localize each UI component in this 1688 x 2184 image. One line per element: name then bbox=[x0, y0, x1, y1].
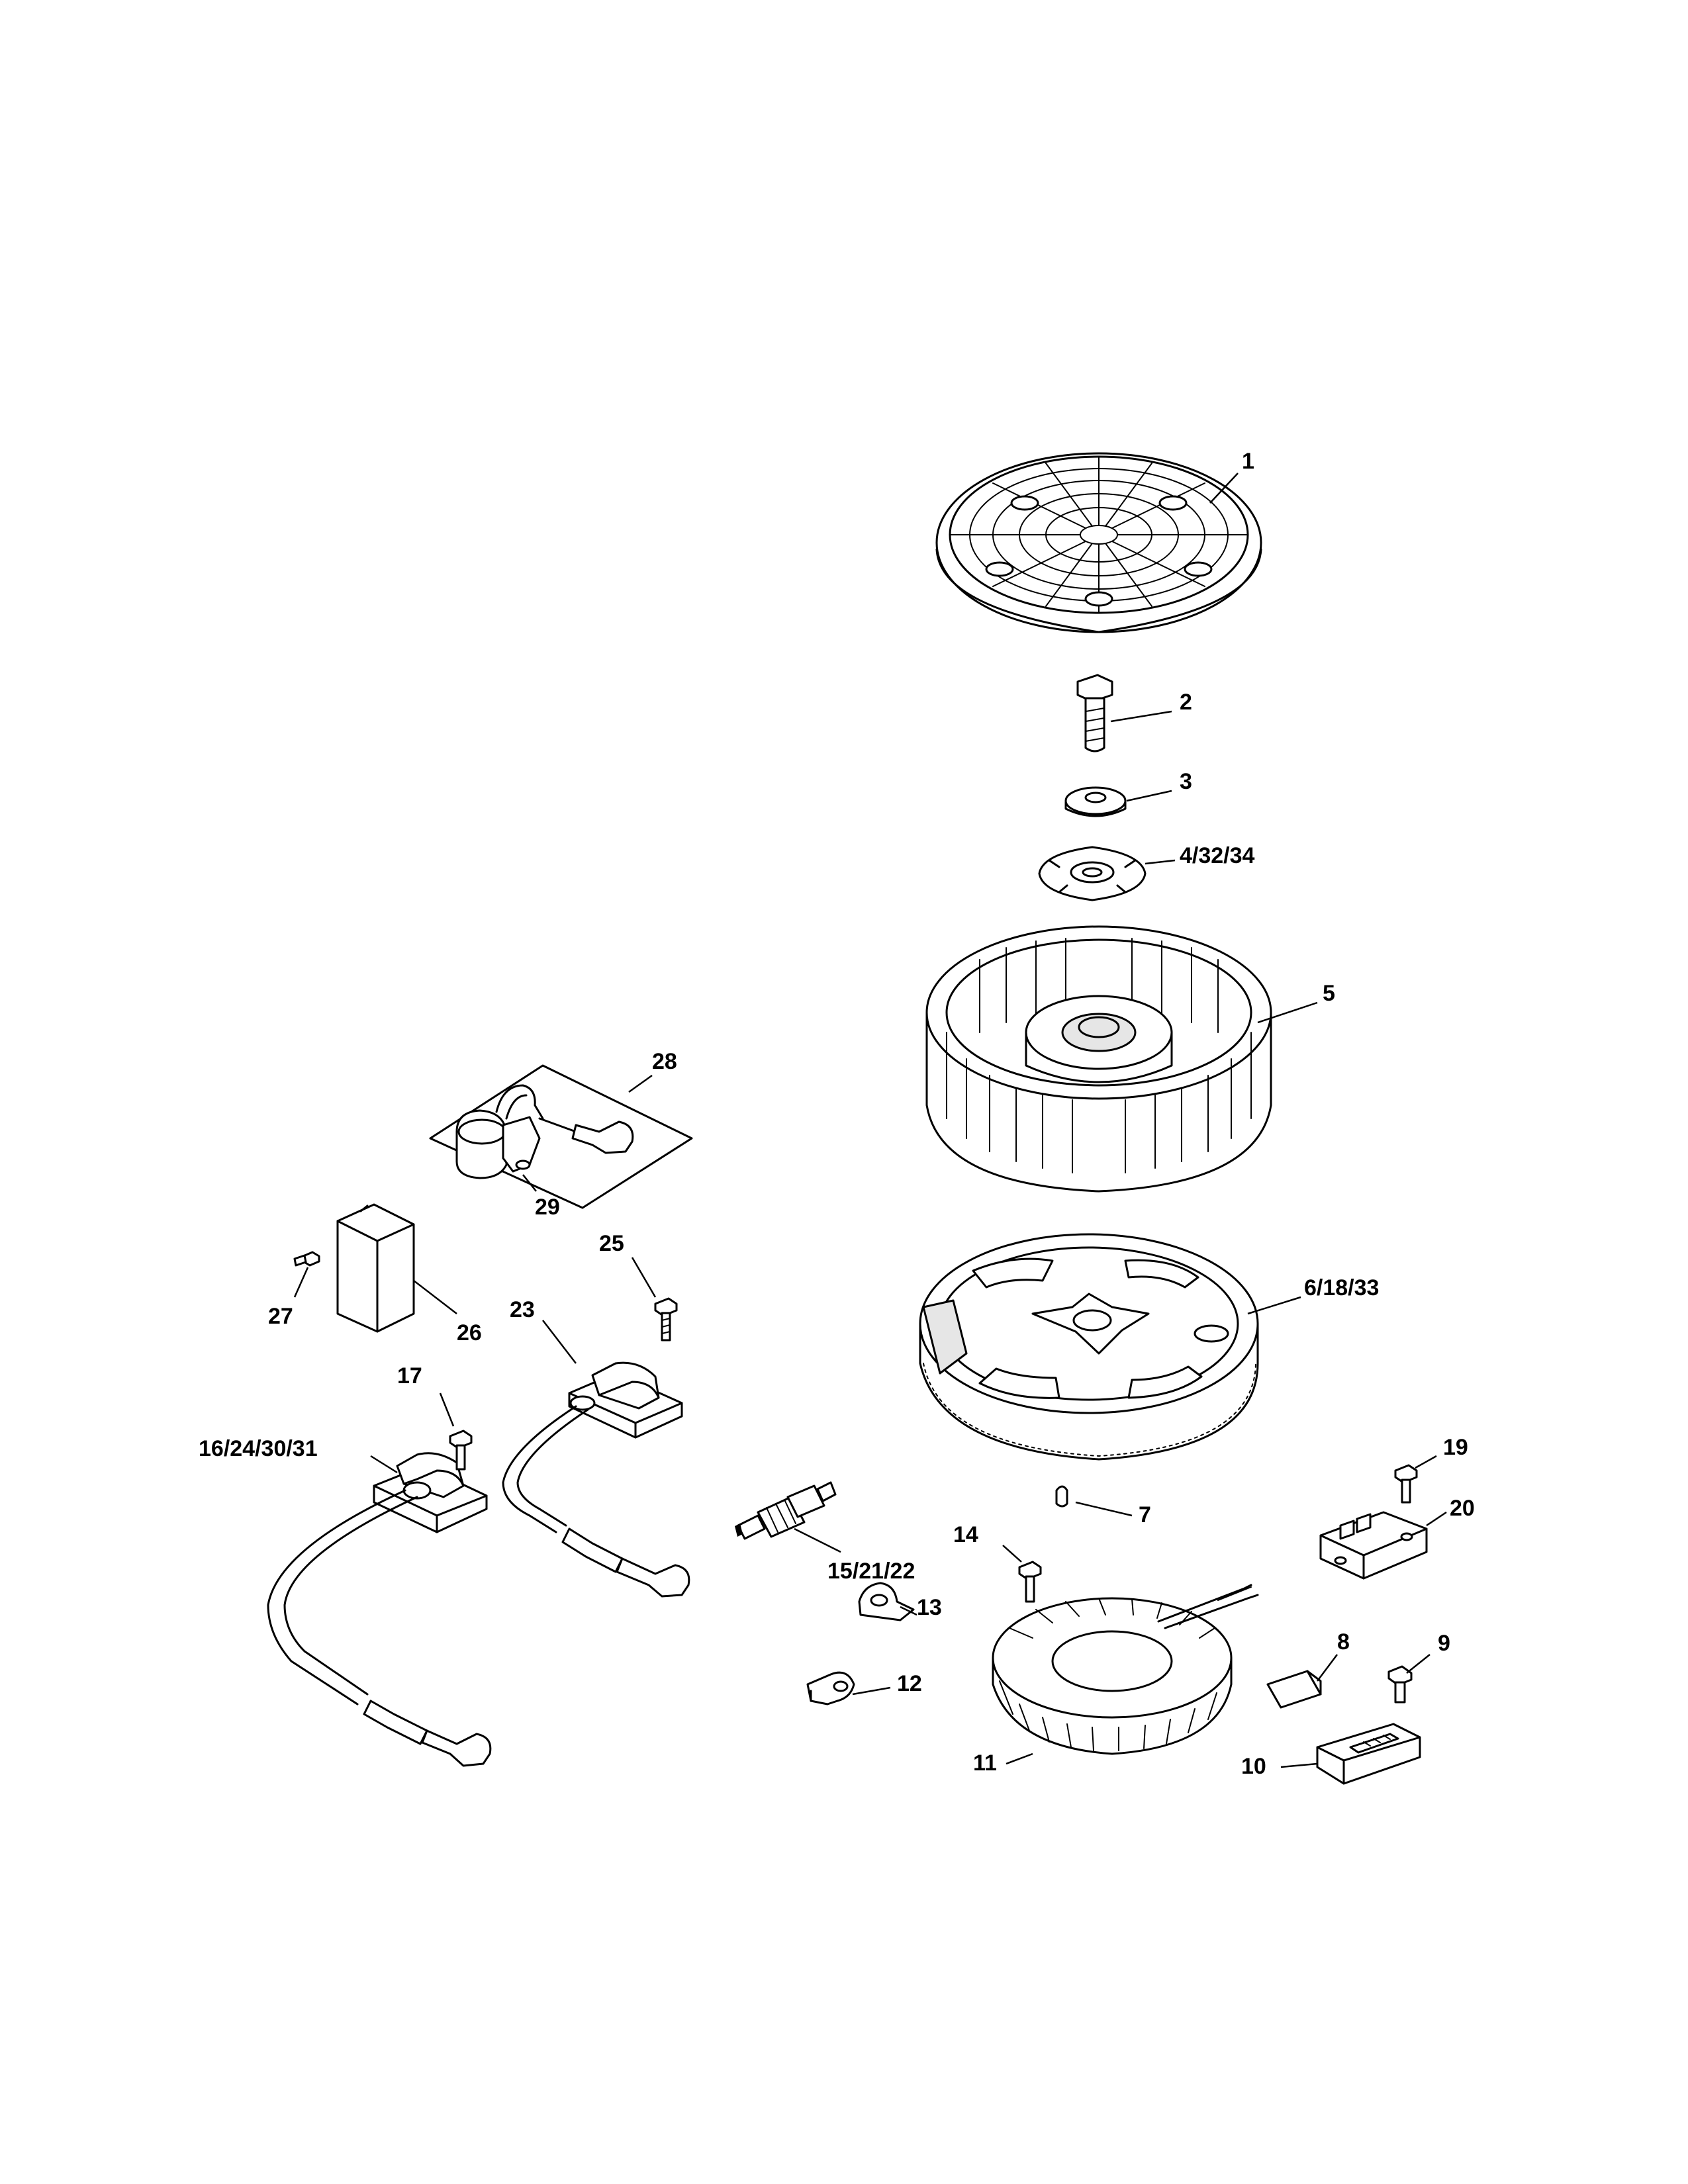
part-8-connector bbox=[1266, 1670, 1322, 1709]
part-25-screw bbox=[654, 1297, 678, 1342]
callout-9: 9 bbox=[1438, 1631, 1450, 1656]
part-15-21-22-spark-plug bbox=[735, 1481, 837, 1540]
part-5-flywheel bbox=[925, 925, 1272, 1193]
callout-2: 2 bbox=[1180, 690, 1192, 715]
callout-23: 23 bbox=[510, 1297, 535, 1322]
callout-5: 5 bbox=[1323, 981, 1335, 1006]
callout-28: 28 bbox=[652, 1049, 677, 1074]
part-10-rectifier-module bbox=[1316, 1723, 1421, 1785]
callout-11: 11 bbox=[973, 1751, 997, 1776]
callout-10: 10 bbox=[1241, 1754, 1266, 1779]
callout-12: 12 bbox=[897, 1671, 922, 1696]
callout-19: 19 bbox=[1443, 1435, 1468, 1460]
part-9-screw bbox=[1387, 1665, 1413, 1704]
part-19-screw bbox=[1394, 1464, 1418, 1504]
part-13-clamp bbox=[858, 1582, 915, 1621]
part-2-flywheel-bolt bbox=[1076, 674, 1113, 752]
part-12-clamp bbox=[806, 1671, 855, 1706]
callout-29: 29 bbox=[535, 1195, 560, 1220]
part-26-ignition-module bbox=[336, 1203, 415, 1333]
part-27-screw bbox=[293, 1251, 320, 1267]
callout-1: 1 bbox=[1242, 449, 1254, 474]
callout-13: 13 bbox=[917, 1595, 942, 1620]
callout-26: 26 bbox=[457, 1320, 482, 1345]
callout-8: 8 bbox=[1337, 1629, 1350, 1655]
part-6-18-33-ring-gear-flywheel bbox=[919, 1233, 1259, 1461]
callout-25: 25 bbox=[599, 1231, 624, 1256]
part-3-washer bbox=[1064, 786, 1127, 817]
callout-6: 6/18/33 bbox=[1304, 1275, 1379, 1300]
callout-16: 16/24/30/31 bbox=[199, 1436, 318, 1461]
callout-14: 14 bbox=[953, 1522, 978, 1547]
callout-15: 15/21/22 bbox=[827, 1559, 915, 1584]
part-7-flywheel-key bbox=[1055, 1485, 1068, 1508]
part-1-fan-screen bbox=[935, 452, 1262, 633]
callout-3: 3 bbox=[1180, 769, 1192, 794]
part-28-coil-kit bbox=[429, 1064, 693, 1209]
callout-20: 20 bbox=[1450, 1496, 1475, 1521]
callout-7: 7 bbox=[1139, 1502, 1151, 1527]
part-11-stator bbox=[992, 1584, 1259, 1755]
part-14-screw bbox=[1018, 1561, 1042, 1603]
part-23-ignition-coil bbox=[502, 1361, 690, 1598]
part-20-voltage-regulator bbox=[1319, 1511, 1428, 1580]
part-4-32-34-spring-washer bbox=[1038, 846, 1147, 901]
callout-4: 4/32/34 bbox=[1180, 843, 1255, 868]
callout-27: 27 bbox=[268, 1304, 293, 1329]
callout-17: 17 bbox=[397, 1363, 422, 1388]
part-16-24-30-31-ignition-coil bbox=[267, 1452, 492, 1767]
part-17-screw bbox=[449, 1430, 473, 1471]
